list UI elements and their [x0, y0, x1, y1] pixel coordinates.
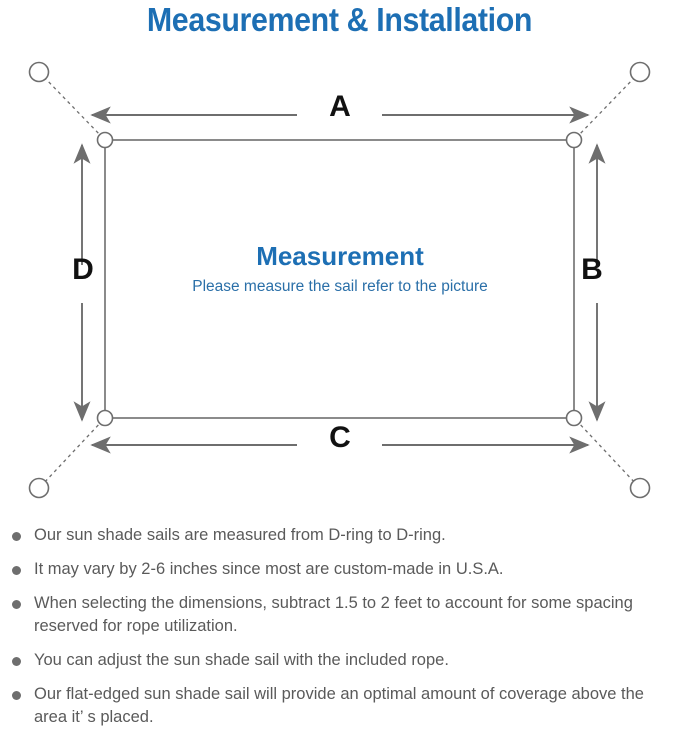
page-title: Measurement & Installation: [146, 1, 533, 38]
anchor-point-bottom-left: [28, 477, 50, 499]
list-item-text: Our flat-edged sun shade sail will provi…: [34, 685, 644, 726]
list-item: It may vary by 2-6 inches since most are…: [0, 558, 679, 581]
d-ring-bottom-left: [96, 409, 114, 427]
sail-body: [104, 139, 575, 419]
rope-line-top-left: [41, 74, 104, 139]
notes-list: Our sun shade sails are measured from D-…: [0, 524, 679, 740]
d-ring-bottom-right: [565, 409, 583, 427]
bullet-icon: [12, 691, 21, 700]
list-item: When selecting the dimensions, subtract …: [0, 592, 679, 638]
bullet-icon: [12, 532, 21, 541]
anchor-point-bottom-right: [629, 477, 651, 499]
anchor-point-top-left: [28, 61, 50, 83]
diagram-center-subtitle: Please measure the sail refer to the pic…: [192, 278, 488, 295]
diagram-center-title: Measurement: [256, 241, 424, 271]
rope-line-top-right: [575, 74, 638, 139]
rope-line-bottom-left: [41, 419, 104, 486]
bullet-icon: [12, 657, 21, 666]
list-item: You can adjust the sun shade sail with t…: [0, 649, 679, 672]
list-item: Our flat-edged sun shade sail will provi…: [0, 683, 679, 729]
measurement-diagram: A B C D Measurement Please measure the s…: [0, 45, 679, 515]
dimension-label-d: D: [72, 253, 94, 286]
anchor-point-top-right: [629, 61, 651, 83]
list-item: Our sun shade sails are measured from D-…: [0, 524, 679, 547]
diagram-canvas: [28, 61, 651, 499]
d-ring-top-left: [96, 131, 114, 149]
bullet-icon: [12, 600, 21, 609]
bullet-icon: [12, 566, 21, 575]
list-item-text: You can adjust the sun shade sail with t…: [34, 651, 449, 669]
dimension-label-b: B: [581, 253, 603, 286]
dimension-label-c: C: [329, 421, 351, 454]
rope-line-bottom-right: [575, 419, 638, 486]
d-ring-top-right: [565, 131, 583, 149]
dimension-label-a: A: [329, 90, 351, 123]
list-item-text: When selecting the dimensions, subtract …: [34, 594, 633, 635]
list-item-text: It may vary by 2-6 inches since most are…: [34, 560, 504, 578]
list-item-text: Our sun shade sails are measured from D-…: [34, 526, 446, 544]
